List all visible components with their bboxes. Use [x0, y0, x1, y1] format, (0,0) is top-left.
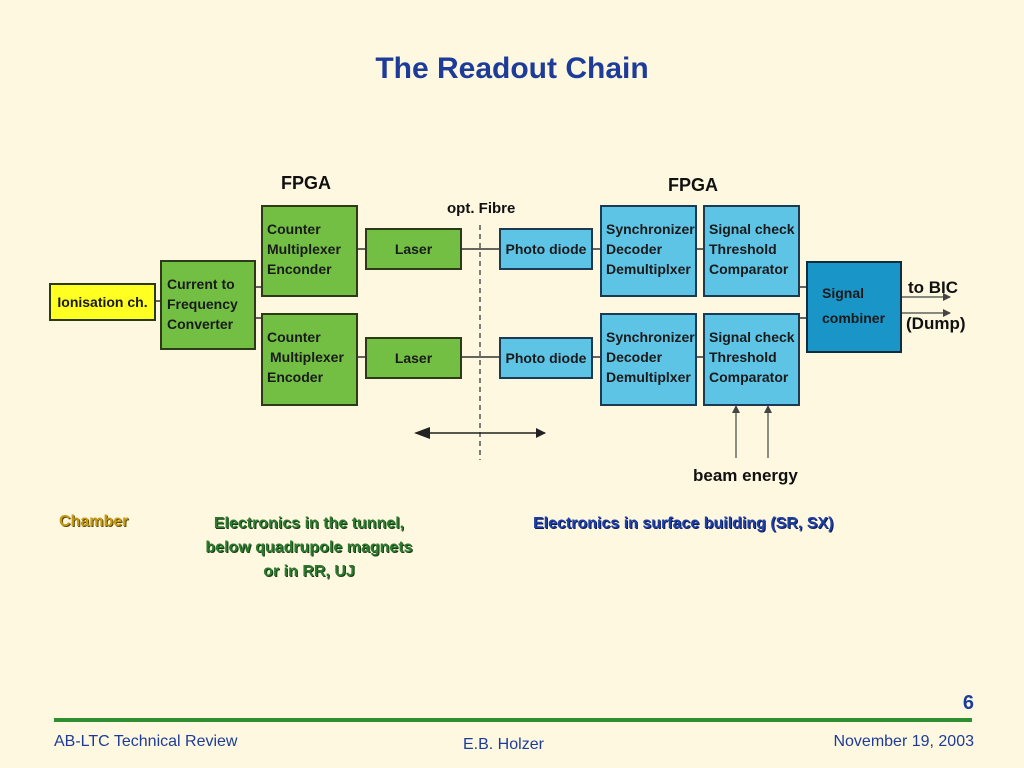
combiner-line-2: combiner	[822, 310, 886, 326]
footer-divider	[54, 718, 972, 722]
page-title: The Readout Chain	[375, 52, 649, 85]
check-bottom-line-1: Signal check	[709, 329, 795, 345]
caption-chamber: Chamber	[59, 513, 129, 530]
signal-combiner-block: Signal combiner	[806, 261, 902, 353]
laser-block-top: Laser	[365, 228, 462, 270]
ionisation-chamber-block: Ionisation ch.	[49, 283, 156, 321]
combiner-line-1: Signal	[822, 285, 865, 301]
check-top-line-2: Threshold	[709, 241, 777, 257]
footer-left: AB-LTC Technical Review	[54, 733, 238, 750]
caption-tunnel: Electronics in the tunnel, below quadrup…	[180, 512, 438, 584]
footer-right: November 19, 2003	[833, 733, 974, 750]
cfc-line-3: Converter	[167, 316, 234, 332]
sync-bottom-line-3: Demultiplxer	[606, 369, 691, 385]
page-number: 6	[962, 692, 974, 714]
signal-check-block-top: Signal check Threshold Comparator	[703, 205, 800, 297]
counter-top-line-3: Enconder	[267, 261, 332, 277]
laser-bottom-label: Laser	[394, 350, 433, 366]
check-bottom-line-3: Comparator	[709, 369, 789, 385]
footer-center: E.B. Holzer	[463, 736, 544, 753]
synchronizer-block-bottom: Synchronizer Decoder Demultiplxer	[600, 313, 697, 406]
double-arrow-left-head	[414, 427, 430, 439]
sync-bottom-line-2: Decoder	[606, 349, 663, 365]
laser-block-bottom: Laser	[365, 337, 462, 379]
photo-diode-block-bottom: Photo diode	[499, 337, 593, 379]
cfc-line-1: Current to	[167, 276, 235, 292]
counter-block-top: Counter Multiplexer Enconder	[261, 205, 358, 297]
counter-top-line-2: Multiplexer	[267, 241, 341, 257]
caption-tunnel-line-1: Electronics in the tunnel,	[213, 515, 405, 532]
check-top-line-1: Signal check	[709, 221, 795, 237]
laser-top-label: Laser	[394, 241, 433, 257]
synchronizer-block-top: Synchronizer Decoder Demultiplxer	[600, 205, 697, 297]
counter-block-bottom: Counter Multiplexer Encoder	[261, 313, 358, 406]
ionisation-chamber-label: Ionisation ch.	[57, 294, 148, 310]
caption-tunnel-line-3: or in RR, UJ	[263, 563, 355, 580]
sync-bottom-line-1: Synchronizer	[606, 329, 695, 345]
counter-bottom-line-2: Multiplexer	[270, 349, 344, 365]
counter-bottom-line-3: Encoder	[267, 369, 324, 385]
counter-top-line-1: Counter	[267, 221, 321, 237]
sync-top-line-3: Demultiplxer	[606, 261, 691, 277]
cfc-line-2: Frequency	[167, 296, 238, 312]
fpga-left-label: FPGA	[281, 173, 332, 193]
sync-top-line-1: Synchronizer	[606, 221, 695, 237]
opt-fibre-label: opt. Fibre	[447, 200, 516, 217]
cfc-block: Current to Frequency Converter	[160, 260, 256, 350]
beam-energy-label: beam energy	[693, 466, 798, 485]
photo-diode-top-label: Photo diode	[505, 241, 587, 257]
caption-surface: Electronics in surface building (SR, SX)	[533, 515, 834, 532]
signal-check-block-bottom: Signal check Threshold Comparator	[703, 313, 800, 406]
caption-tunnel-line-2: below quadrupole magnets	[205, 539, 413, 556]
photo-diode-block-top: Photo diode	[499, 228, 593, 270]
check-top-line-3: Comparator	[709, 261, 789, 277]
sync-top-line-2: Decoder	[606, 241, 663, 257]
photo-diode-bottom-label: Photo diode	[505, 350, 587, 366]
to-bic-label: to BIC	[908, 278, 959, 297]
dump-label: (Dump)	[906, 314, 966, 333]
counter-bottom-line-1: Counter	[267, 329, 321, 345]
check-bottom-line-2: Threshold	[709, 349, 777, 365]
fpga-right-label: FPGA	[668, 175, 719, 195]
